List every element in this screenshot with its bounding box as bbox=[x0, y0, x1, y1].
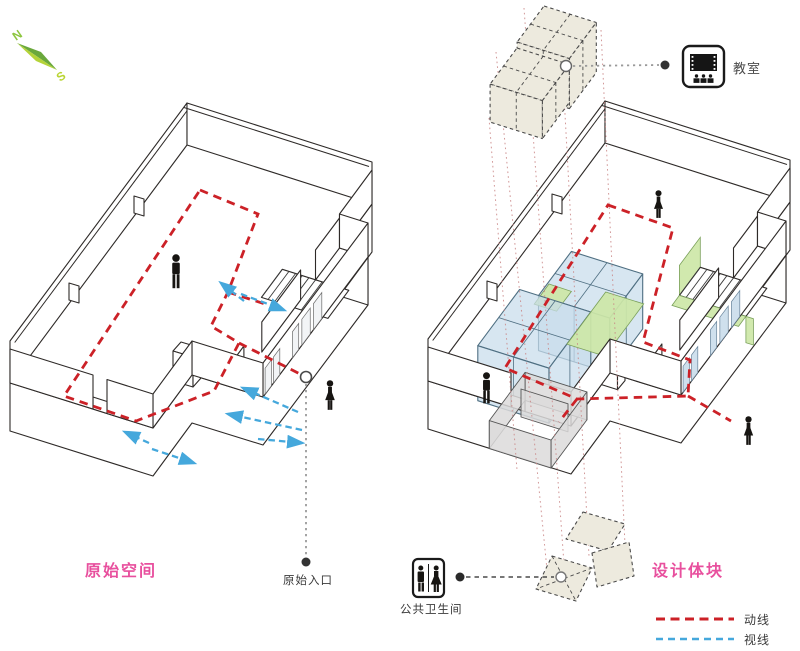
wall-pier bbox=[68, 282, 80, 304]
right-partition-wall bbox=[679, 267, 720, 351]
left-sight-lines bbox=[121, 280, 306, 465]
classroom-callout bbox=[572, 44, 726, 89]
restroom-icon bbox=[411, 557, 446, 599]
window bbox=[731, 289, 741, 329]
entrance-label: 原始入口 bbox=[283, 575, 333, 587]
north-arrow-compass: N S bbox=[10, 27, 69, 84]
legend: 动线 视线 bbox=[655, 609, 770, 649]
restroom-massing-exploded bbox=[535, 511, 635, 602]
window bbox=[691, 345, 699, 383]
wall-pier bbox=[133, 195, 145, 217]
legend-item-circulation: 动线 bbox=[655, 609, 770, 629]
compass-south-label: S bbox=[54, 68, 69, 84]
window bbox=[273, 347, 281, 385]
wall-pier bbox=[551, 193, 563, 215]
green-stair-wall bbox=[745, 315, 754, 346]
classroom-icon bbox=[681, 44, 726, 89]
classroom-massing-exploded bbox=[489, 5, 597, 140]
restroom-label: 公共卫生间 bbox=[400, 604, 463, 616]
compass-needle-light bbox=[17, 43, 57, 70]
left-back-left-wall bbox=[9, 102, 188, 384]
person-female-figure bbox=[325, 380, 335, 410]
classroom-marker-circle bbox=[559, 59, 573, 73]
window bbox=[682, 356, 690, 394]
left-back-right-wall bbox=[186, 102, 373, 205]
entrance-callout bbox=[299, 370, 313, 567]
entrance-leader-dot bbox=[301, 557, 311, 567]
person-male-figure bbox=[172, 254, 180, 289]
right-diagram-title: 设计体块 bbox=[652, 563, 725, 580]
right-back-right-wall bbox=[604, 100, 791, 203]
classroom-leader-line bbox=[572, 64, 660, 67]
legend-label-circulation: 动线 bbox=[744, 612, 771, 627]
window bbox=[301, 306, 311, 347]
window bbox=[710, 320, 718, 357]
restroom-callout bbox=[411, 557, 554, 599]
wall-pier bbox=[486, 280, 498, 302]
right-building-design-massing bbox=[427, 100, 791, 475]
person-female-figure bbox=[654, 190, 663, 218]
restroom-leader-dot bbox=[455, 572, 465, 582]
circulation-line-sample bbox=[656, 617, 734, 621]
legend-item-sight: 视线 bbox=[655, 629, 770, 649]
window bbox=[313, 291, 323, 331]
left-diagram-title: 原始空间 bbox=[85, 563, 158, 580]
classroom-leader-dot bbox=[660, 60, 670, 70]
legend-label-sight: 视线 bbox=[744, 632, 771, 647]
compass-north-label: N bbox=[10, 27, 25, 43]
entrance-marker-circle bbox=[299, 370, 313, 384]
right-circulation-path bbox=[502, 203, 732, 423]
window bbox=[264, 358, 272, 396]
left-building-original-space bbox=[9, 102, 373, 477]
sight-line-sample bbox=[656, 637, 734, 641]
restroom-marker-circle bbox=[555, 571, 567, 583]
person-female-figure bbox=[743, 416, 754, 445]
window bbox=[292, 322, 300, 359]
window bbox=[719, 304, 729, 345]
classroom-label: 教室 bbox=[733, 61, 762, 76]
